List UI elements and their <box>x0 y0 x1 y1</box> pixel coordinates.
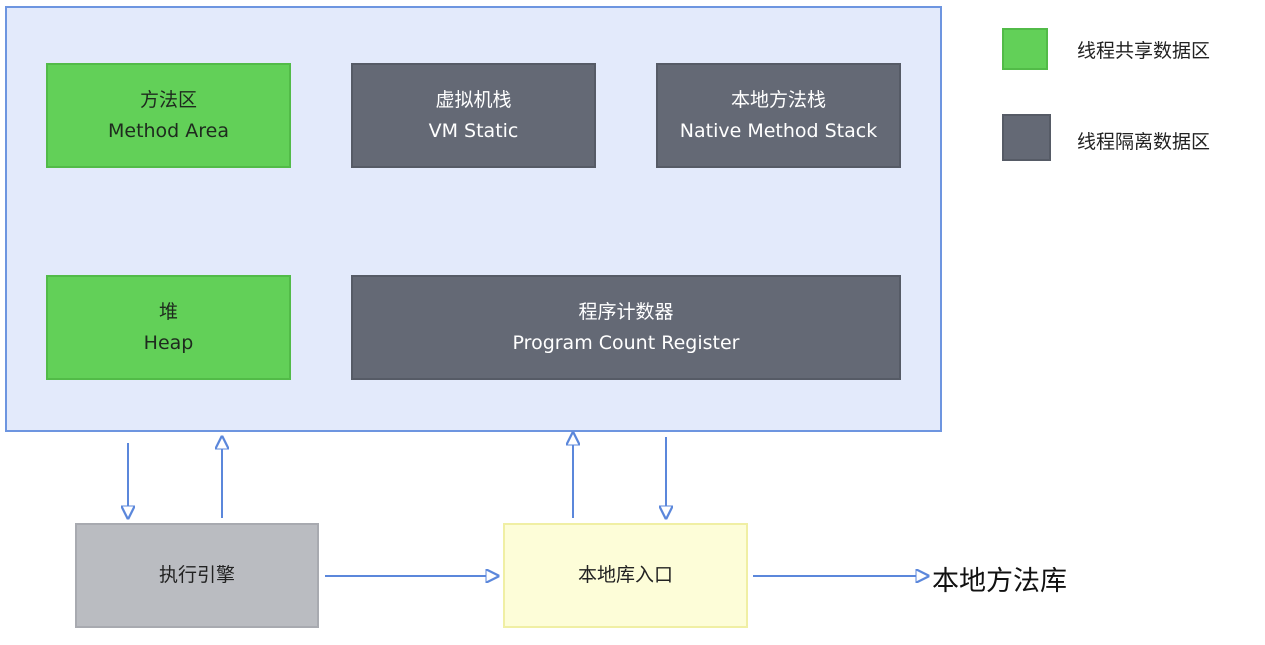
method-area-zh-label: 方法区 <box>139 88 197 111</box>
program-counter-zh-label: 程序计数器 <box>578 300 674 323</box>
legend-isolated-swatch <box>1002 114 1051 161</box>
program-counter-en-label: Program Count Register <box>512 331 740 354</box>
method-area-en-label: Method Area <box>107 119 230 142</box>
vm-stack-en-label: VM Static <box>428 119 519 142</box>
native-method-stack-zh-label: 本地方法栈 <box>730 88 826 111</box>
legend-shared-swatch <box>1002 28 1048 70</box>
program-counter-box: 程序计数器 Program Count Register <box>351 275 901 380</box>
native-method-stack-box: 本地方法栈 Native Method Stack <box>656 63 901 168</box>
legend-isolated-label: 线程隔离数据区 <box>1077 131 1211 153</box>
heap-en-label: Heap <box>143 331 194 354</box>
method-area-box: 方法区 Method Area <box>46 63 291 168</box>
execution-engine-label: 执行引擎 <box>158 564 235 586</box>
native-interface-label: 本地库入口 <box>577 564 673 586</box>
vm-stack-box: 虚拟机栈 VM Static <box>351 63 596 168</box>
native-interface-box: 本地库入口 <box>503 523 748 628</box>
vm-stack-zh-label: 虚拟机栈 <box>435 88 512 111</box>
heap-box: 堆 Heap <box>46 275 291 380</box>
execution-engine-box: 执行引擎 <box>75 523 319 628</box>
legend-shared-label: 线程共享数据区 <box>1077 40 1211 62</box>
native-library-label: 本地方法库 <box>932 566 1067 597</box>
heap-zh-label: 堆 <box>158 300 178 323</box>
native-method-stack-en-label: Native Method Stack <box>679 119 878 142</box>
